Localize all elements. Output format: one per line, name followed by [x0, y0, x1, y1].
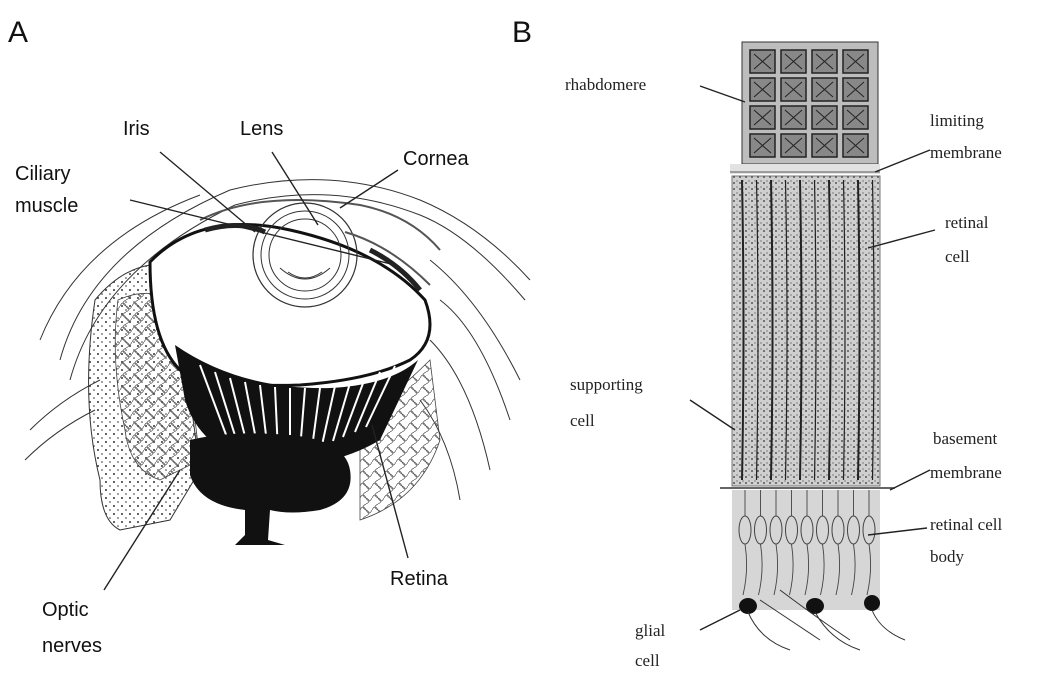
leader-cornea: [340, 170, 398, 208]
glial-cell-1: [739, 598, 757, 614]
optic-nerve-mass: [190, 433, 351, 545]
label-optic-1: Optic: [42, 599, 89, 621]
label-limiting-1: limiting: [930, 111, 984, 130]
label-limiting-2: membrane: [930, 143, 1002, 162]
leader-rhabdomere: [700, 86, 745, 102]
label-supporting-1: supporting: [570, 375, 643, 394]
label-rhabdomere: rhabdomere: [565, 75, 646, 94]
leader-glial: [700, 610, 740, 630]
label-retinal-1: retinal: [945, 213, 989, 232]
label-retina: Retina: [390, 568, 449, 590]
label-lens: Lens: [240, 118, 283, 140]
label-optic-2: nerves: [42, 635, 102, 657]
label-glial-1: glial: [635, 621, 665, 640]
leader-limiting: [875, 150, 930, 172]
glial-cell-3: [864, 595, 880, 611]
label-glial-2: cell: [635, 651, 660, 670]
label-supporting-2: cell: [570, 411, 595, 430]
leader-iris: [160, 152, 255, 232]
tissue-layer: [430, 340, 490, 470]
label-cell-body-2: body: [930, 547, 965, 566]
label-cell-body-1: retinal cell: [930, 515, 1002, 534]
leader-basement: [890, 470, 930, 490]
label-basement-1: basement: [933, 429, 997, 448]
retina-section-drawing: [690, 42, 935, 650]
label-retinal-2: cell: [945, 247, 970, 266]
label-basement-2: membrane: [930, 463, 1002, 482]
label-ciliary-2: muscle: [15, 195, 78, 217]
leader-lens: [272, 152, 318, 225]
label-cornea: Cornea: [403, 148, 469, 170]
eye-drawing: [25, 152, 530, 590]
panel-b-letter: B: [512, 16, 532, 49]
label-ciliary-1: Ciliary: [15, 163, 71, 185]
tissue-layer: [440, 300, 510, 420]
tissue-layer: [430, 260, 520, 380]
tissue-layer: [25, 410, 95, 460]
panel-a-letter: A: [8, 16, 28, 49]
leader-supporting: [690, 400, 735, 430]
label-iris: Iris: [123, 118, 150, 140]
